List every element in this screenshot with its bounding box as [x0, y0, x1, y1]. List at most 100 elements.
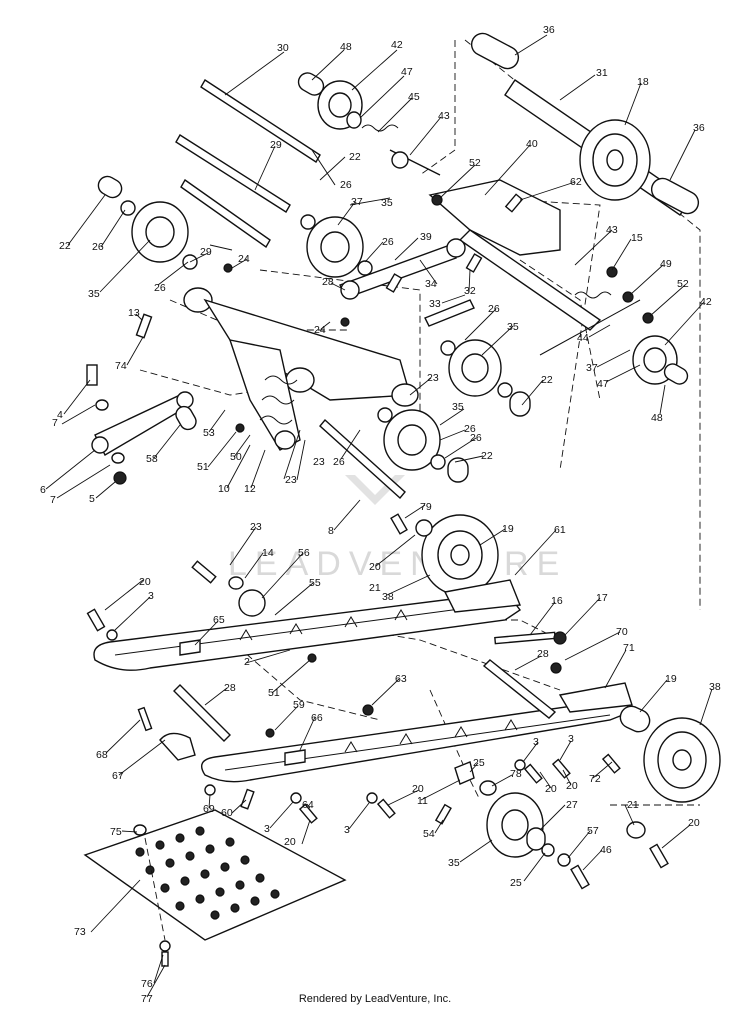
spacer-22-c: [509, 391, 531, 417]
spacer-22-left: [97, 175, 123, 199]
callout: 58: [146, 453, 158, 465]
front-arm-pivot-top: [183, 287, 213, 313]
rail-front-wheel: [228, 514, 499, 617]
callout: 48: [651, 412, 663, 424]
rail-bracket-71: [558, 682, 633, 713]
callout: 28: [224, 682, 236, 694]
front-arm-assembly: [86, 287, 419, 485]
shaft-29-lower: [180, 178, 271, 249]
bolt-33: [385, 273, 403, 293]
link-plate-6: [94, 394, 192, 456]
fastener-76: [159, 940, 171, 952]
callout: 6: [40, 484, 46, 496]
callout: 66: [311, 712, 323, 724]
callout: 57: [587, 825, 599, 837]
nut-59: [265, 728, 275, 738]
callout: 20: [369, 561, 381, 573]
callout: 22: [59, 240, 71, 252]
middle-wheels: [319, 299, 531, 500]
callout: 71: [623, 642, 635, 654]
spacer-27: [526, 827, 546, 851]
callout: 7: [52, 417, 58, 429]
spacer-56: [238, 589, 266, 617]
callout: 35: [507, 321, 519, 333]
callout: 38: [382, 591, 394, 603]
washer-26-mid-b: [357, 260, 373, 276]
callout: 16: [551, 595, 563, 607]
callout: 28: [322, 276, 334, 288]
callout: 3: [344, 824, 350, 836]
bolt-46: [570, 864, 590, 890]
callout: 50: [230, 451, 242, 463]
callout: 25: [473, 757, 485, 769]
bushing-58: [175, 405, 197, 431]
bushing-47-top: [346, 111, 362, 129]
callout: 11: [417, 795, 428, 807]
nut-24-b: [340, 317, 350, 327]
callout: 10: [218, 483, 230, 495]
callout: 34: [425, 278, 437, 290]
callout: 35: [448, 857, 460, 869]
callout: 38: [709, 681, 721, 693]
bolt-64: [298, 803, 318, 824]
callout: 47: [401, 66, 413, 78]
footer-credit: Rendered by LeadVenture, Inc.: [298, 993, 452, 1005]
torsion-spring: [259, 375, 298, 425]
hose-67: [159, 732, 196, 761]
shaft-28-left: [173, 684, 231, 742]
hardware: [86, 193, 621, 825]
callout: 56: [298, 547, 310, 559]
callout: 23: [313, 456, 325, 468]
cross-shafts: [175, 79, 336, 249]
callout: 7: [50, 494, 56, 506]
callout: 20: [566, 780, 578, 792]
axle-sleeve-36-bottom: [650, 177, 700, 215]
callout: 79: [420, 501, 432, 513]
washer-26-c: [440, 340, 456, 356]
bolt-20-left: [86, 608, 106, 632]
bolt-34: [465, 253, 483, 273]
callout-numbers: 36 30 48 42 47 31 18 45 36 43 40 29 22 5…: [40, 24, 721, 1005]
spring-45: [361, 124, 399, 132]
block-11: [454, 761, 475, 785]
callout: 60: [221, 807, 233, 819]
shaft-28-right: [482, 659, 557, 719]
fastener-75: [133, 824, 147, 836]
callout: 3: [568, 733, 574, 745]
shaft-30: [200, 79, 321, 163]
callout: 70: [616, 626, 628, 638]
callout: 77: [141, 993, 153, 1005]
callout: 25: [510, 877, 522, 889]
callout: 13: [128, 307, 140, 319]
callout: 55: [309, 577, 321, 589]
callout: 26: [464, 423, 476, 435]
washer-3-left: [106, 629, 118, 641]
spring-43-right: [574, 291, 612, 299]
callout: 37: [586, 362, 598, 374]
washer-26-d: [497, 382, 513, 398]
callout: 21: [369, 582, 381, 594]
upper-wheels: [97, 72, 441, 278]
callout: 39: [420, 231, 432, 243]
callout: 31: [596, 67, 608, 79]
callout: 2: [244, 656, 250, 668]
callout: 54: [423, 828, 435, 840]
callout: 68: [96, 749, 108, 761]
callout: 15: [631, 232, 643, 244]
bolt-60: [240, 788, 255, 810]
spacer-22-d: [447, 457, 469, 483]
callout: 52: [469, 157, 481, 169]
washer-3-b: [290, 792, 302, 804]
callout: 36: [693, 122, 705, 134]
callout: 43: [606, 224, 618, 236]
callout: 73: [74, 926, 86, 938]
washer-21-rear: [626, 821, 646, 839]
nut-70: [550, 662, 562, 674]
nut-52-top: [431, 194, 443, 206]
bolt-72: [601, 753, 621, 774]
fastener-77: [161, 951, 169, 967]
callout: 44: [577, 332, 589, 344]
callout: 59: [293, 699, 305, 711]
callout: 47: [597, 378, 609, 390]
